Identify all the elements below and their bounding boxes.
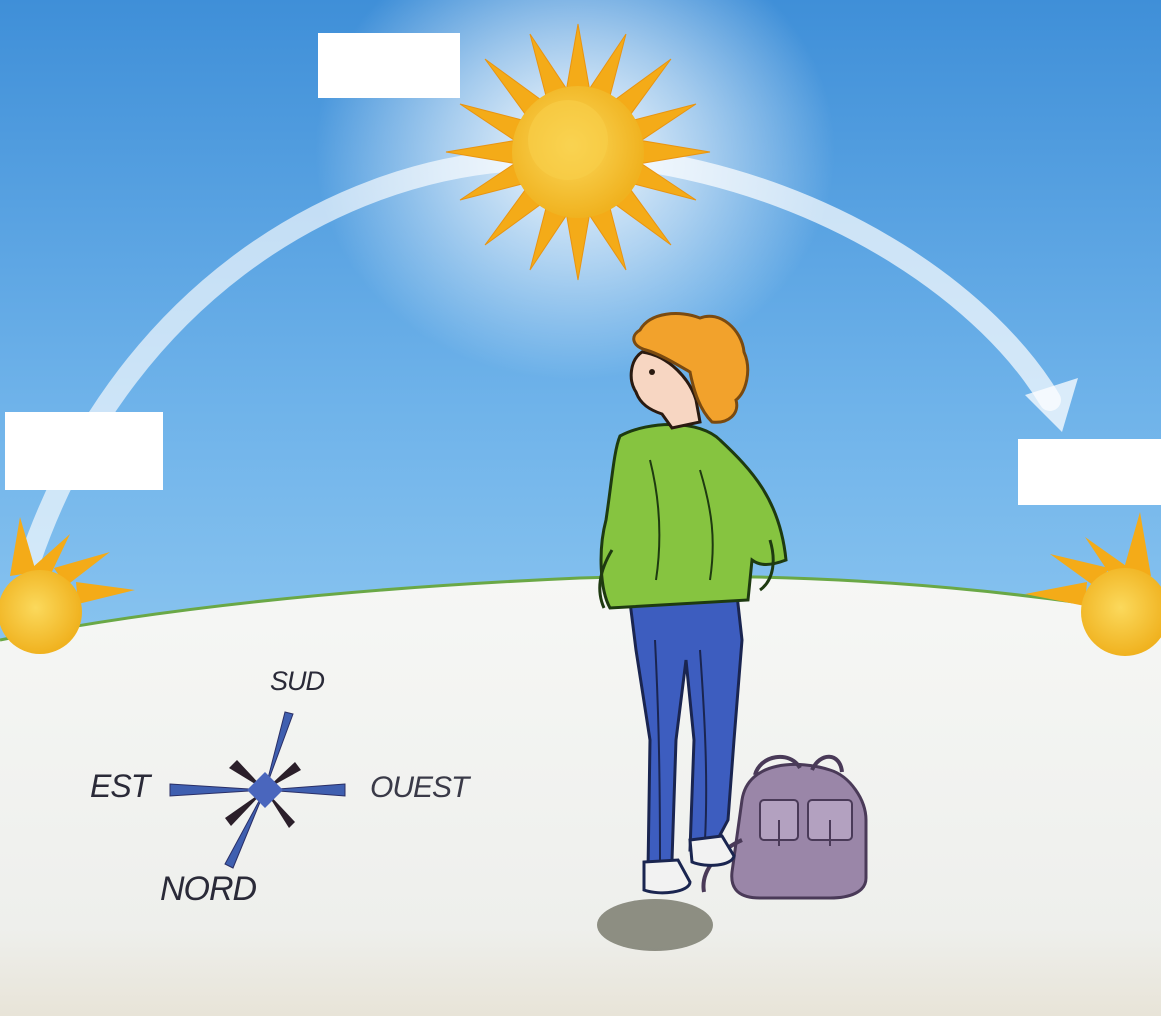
compass-label-east: EST [90,768,149,805]
compass-label-north: NORD [160,870,256,909]
west-horizon-answer-box[interactable] [1018,439,1161,505]
compass-label-south: SUD [270,666,324,697]
east-horizon-answer-box[interactable] [5,412,163,490]
child-shadow [597,899,713,951]
compass-label-west: OUEST [370,771,468,805]
noon-answer-box[interactable] [318,33,460,98]
